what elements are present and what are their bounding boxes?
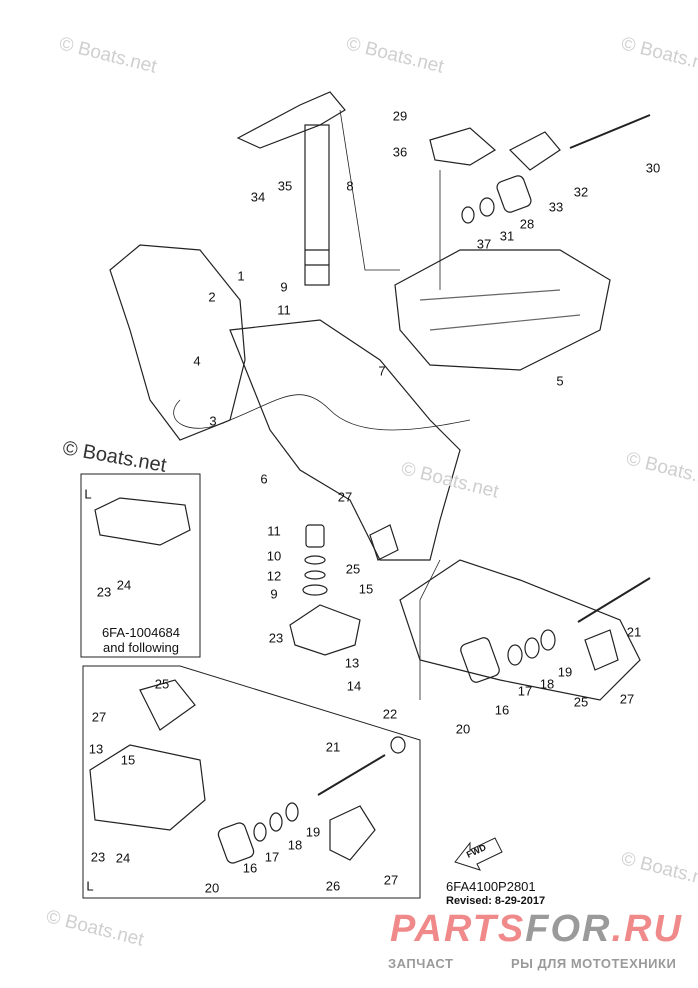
part-callout-31[interactable]: 31 xyxy=(499,228,515,244)
part-callout-14[interactable]: 14 xyxy=(346,678,362,694)
steering-shaft xyxy=(304,124,330,286)
part-callout-20[interactable]: 20 xyxy=(455,721,471,737)
part-callout-22[interactable]: 22 xyxy=(382,706,398,722)
part-callout-9[interactable]: 9 xyxy=(280,279,288,295)
inset-box-top xyxy=(80,473,201,658)
part-callout-13[interactable]: 13 xyxy=(88,741,104,757)
serial-note: 6FA-1004684 xyxy=(101,625,181,640)
lower-casing xyxy=(399,559,641,701)
part-callout-27[interactable]: 27 xyxy=(91,709,107,725)
part-callout-27[interactable]: 27 xyxy=(619,691,635,707)
part-callout-25[interactable]: 25 xyxy=(345,561,361,577)
part-callout-16[interactable]: 16 xyxy=(242,860,258,876)
part-callout-15[interactable]: 15 xyxy=(120,752,136,768)
part-callout-29[interactable]: 29 xyxy=(392,108,408,124)
part-callout-9[interactable]: 9 xyxy=(270,586,278,602)
ru-watermark-subtitle: ЗАПЧАСТ РЫ ДЛЯ МОТОТЕХНИКИ xyxy=(388,956,677,971)
inset-variant-label: L xyxy=(84,486,92,502)
part-callout-25[interactable]: 25 xyxy=(573,694,589,710)
revised-date: Revised: 8-29-2017 xyxy=(446,895,546,907)
part-callout-11[interactable]: 11 xyxy=(267,523,281,539)
part-callout-16[interactable]: 16 xyxy=(494,702,510,718)
inset-note: 6FA-1004684 and following xyxy=(86,625,196,655)
part-callout-12[interactable]: 12 xyxy=(266,568,282,584)
part-callout[interactable]: 23 xyxy=(96,584,112,600)
part-callout-25[interactable]: 25 xyxy=(154,676,170,692)
part-callout-18[interactable]: 18 xyxy=(539,676,555,692)
part-callout-33[interactable]: 33 xyxy=(548,199,564,215)
part-callout-18[interactable]: 18 xyxy=(287,837,303,853)
part-callout-5[interactable]: 5 xyxy=(556,373,564,389)
part-callout-24[interactable]: 24 xyxy=(115,850,131,866)
part-callout-4[interactable]: 4 xyxy=(193,353,201,369)
part-callout[interactable]: 24 xyxy=(116,577,132,593)
part-callout-1[interactable]: 1 xyxy=(237,268,245,284)
steering-arm xyxy=(236,91,346,149)
part-callout-2[interactable]: 2 xyxy=(208,289,216,305)
part-callout-27[interactable]: 27 xyxy=(337,489,353,505)
part-callout-3[interactable]: 3 xyxy=(209,413,217,429)
part-callout-7[interactable]: 7 xyxy=(378,363,386,379)
part-callout-32[interactable]: 32 xyxy=(573,184,589,200)
part-callout-28[interactable]: 28 xyxy=(519,216,535,232)
swivel-bracket xyxy=(109,244,246,441)
part-callout-8[interactable]: 8 xyxy=(346,178,354,194)
part-callout-35[interactable]: 35 xyxy=(277,178,293,194)
part-callout-19[interactable]: 19 xyxy=(557,664,573,680)
bottom-cowl xyxy=(394,249,611,371)
fwd-arrow xyxy=(454,837,503,871)
part-callout-34[interactable]: 34 xyxy=(250,189,266,205)
diagram-code: 6FA4100P2801 xyxy=(446,879,536,894)
part-callout-15[interactable]: 15 xyxy=(358,581,374,597)
part-callout-23[interactable]: 23 xyxy=(90,849,106,865)
inset-variant-label: L xyxy=(86,878,94,894)
part-callout-19[interactable]: 19 xyxy=(305,824,321,840)
part-callout-13[interactable]: 13 xyxy=(344,655,360,671)
inset-box-bottom xyxy=(82,665,421,899)
part-callout-36[interactable]: 36 xyxy=(392,144,408,160)
part-callout-11[interactable]: 11 xyxy=(277,302,291,318)
mount-housing xyxy=(229,319,461,561)
part-callout-17[interactable]: 17 xyxy=(517,683,533,699)
partsfor-logo: PARTSFOR.RU xyxy=(390,908,683,950)
part-callout-30[interactable]: 30 xyxy=(645,160,661,176)
part-callout-26[interactable]: 26 xyxy=(325,878,341,894)
part-callout-21[interactable]: 21 xyxy=(325,739,341,755)
part-callout-20[interactable]: 20 xyxy=(204,880,220,896)
part-callout-23[interactable]: 23 xyxy=(268,630,284,646)
part-callout-37[interactable]: 37 xyxy=(476,236,492,252)
serial-note-suffix: and following xyxy=(103,640,179,655)
part-callout-6[interactable]: 6 xyxy=(260,471,268,487)
part-callout-17[interactable]: 17 xyxy=(264,849,280,865)
part-callout-27[interactable]: 27 xyxy=(383,872,399,888)
part-callout-10[interactable]: 10 xyxy=(266,548,282,564)
part-callout-21[interactable]: 21 xyxy=(626,624,642,640)
